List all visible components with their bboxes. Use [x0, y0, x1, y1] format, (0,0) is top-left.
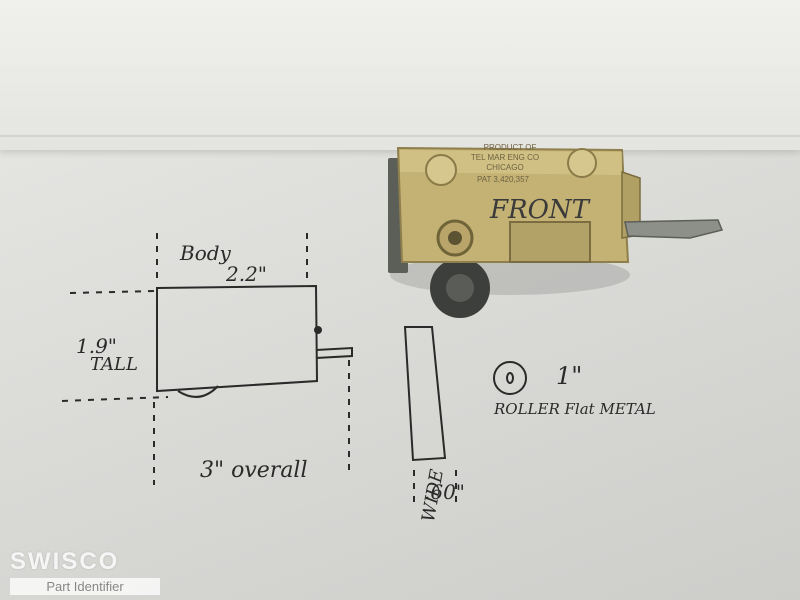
rivet-right [567, 148, 597, 178]
envelope-fold-line [0, 135, 800, 137]
stamp-line-2: TEL MAR ENG CO [471, 153, 539, 162]
roller-part [388, 146, 724, 318]
ink-sketch [156, 284, 527, 462]
body-dimension: 2.2" [226, 262, 268, 286]
overall-dimension: 3" overall [200, 458, 308, 483]
width-dimension: .60" [424, 480, 466, 504]
roller-note: ROLLER Flat METAL [494, 400, 656, 418]
stamp-line-3: CHICAGO [486, 163, 523, 172]
roller-hub [506, 372, 514, 384]
side-profile-outline [403, 326, 447, 462]
sketch-wheel [177, 385, 219, 398]
roller-dimension: 1" [556, 362, 583, 390]
stamp-line-4: PAT 3,420,357 [477, 175, 530, 184]
watermark-subtitle: Part Identifier [10, 578, 160, 595]
rivet-left [425, 154, 457, 186]
tall-label: TALL [90, 354, 138, 375]
body-label: Body [180, 241, 231, 265]
front-label: FRONT [489, 195, 591, 225]
dimension-lines [61, 233, 457, 505]
body-outline [156, 284, 319, 393]
sketch-pivot [314, 326, 322, 334]
watermark-brand: SWISCO [10, 548, 120, 575]
part-stamp: PRODUCT OF TEL MAR ENG CO CHICAGO PAT 3,… [471, 143, 539, 184]
stamp-line-1: PRODUCT OF [484, 143, 537, 152]
sketch-stem [315, 346, 353, 359]
roller-circle [493, 361, 527, 395]
swisco-watermark: SWISCO Part Identifier [10, 548, 160, 595]
height-dimension: 1.9" [76, 334, 118, 358]
envelope-flap [0, 0, 800, 150]
